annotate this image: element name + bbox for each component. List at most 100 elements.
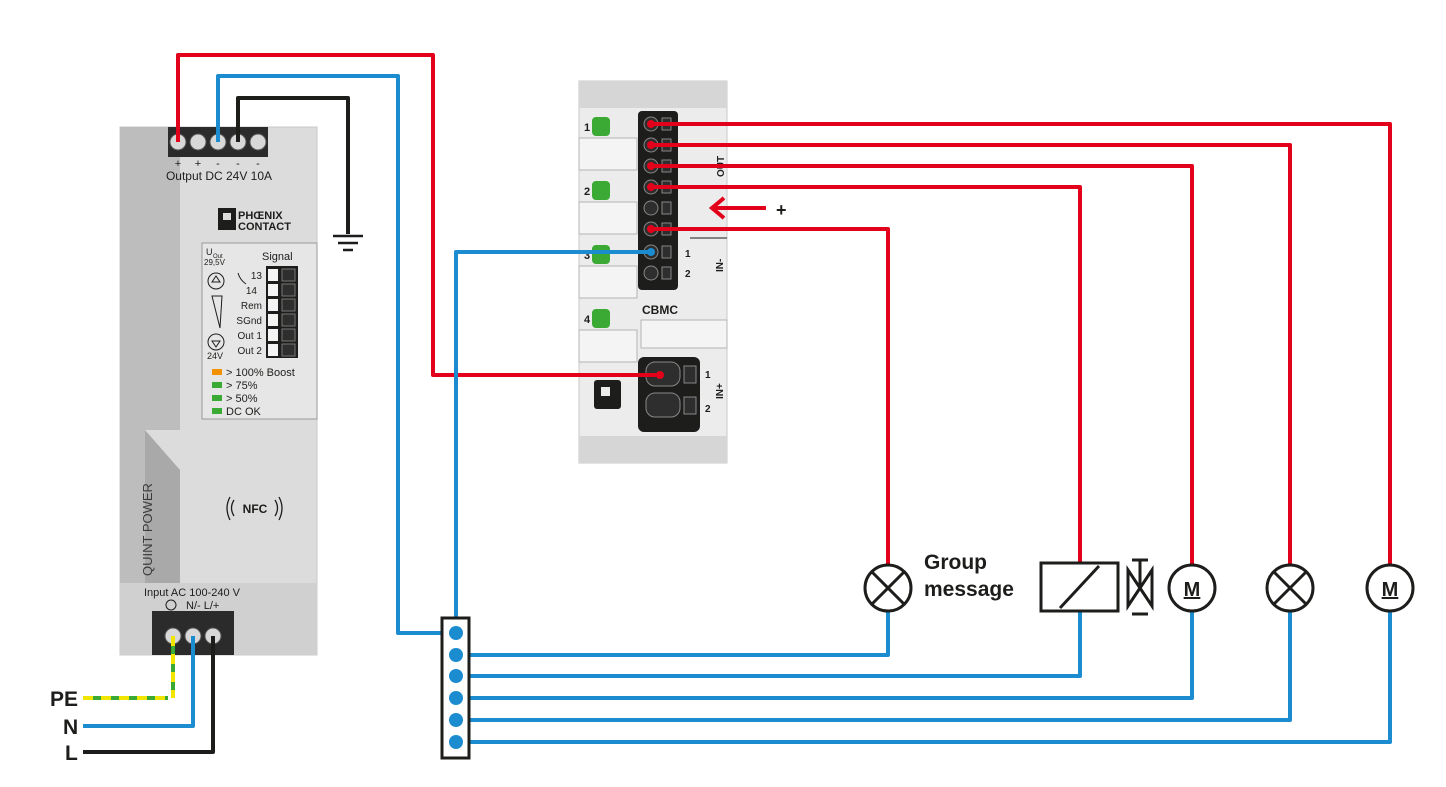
signal-terminal-release (281, 268, 296, 282)
channel-led (592, 117, 610, 136)
uout-sub: Out (213, 254, 223, 260)
polarity-label: - (236, 158, 240, 170)
plus-feed-arrow-icon (708, 196, 726, 220)
valve-icon (1126, 565, 1154, 611)
cbmc-top-cap (579, 81, 727, 108)
signal-terminal[interactable] (268, 314, 278, 326)
cbmc-terminal[interactable] (643, 200, 659, 216)
in-plus-terminal[interactable] (645, 392, 681, 418)
channel-button[interactable] (578, 329, 638, 363)
signal-terminal-release (281, 343, 296, 357)
l-label: L (65, 742, 78, 765)
lamp-cross (1272, 570, 1308, 606)
cbmc-terminal-release (661, 266, 672, 280)
wire-out-to-lamp-2 (651, 143, 1292, 565)
wire-valve-return (456, 611, 1082, 678)
polarity-label: - (216, 158, 220, 170)
signal-pin-label: 13 (251, 271, 263, 282)
wire-motor-2-return (456, 611, 1392, 744)
cbmc-terminal[interactable] (643, 265, 659, 281)
voltage-down-icon[interactable] (207, 333, 225, 351)
signal-terminals (268, 268, 296, 357)
terminal-bar-point[interactable] (449, 735, 463, 749)
solenoid-valve (1039, 558, 1154, 616)
wire-dot (656, 371, 664, 379)
power-supply: + + - - - Output DC 24V 10A PHŒNIX CONTA… (119, 126, 318, 656)
channel-leds (592, 117, 610, 328)
terminal-bar-point[interactable] (449, 626, 463, 640)
up-arrow-icon (211, 275, 221, 283)
in-minus-pin: 2 (685, 269, 691, 280)
in-minus-pin: 1 (685, 249, 691, 260)
channel-led (592, 245, 610, 264)
cbmc-module: 1 2 3 4 (578, 80, 728, 464)
wire-dot (647, 162, 655, 170)
led-indicator-75 (212, 382, 222, 388)
brand-line1: PHŒNIX (238, 210, 283, 222)
terminal-bar-point[interactable] (449, 669, 463, 683)
voltage-up-icon[interactable] (207, 272, 225, 290)
lamp-2 (1265, 563, 1315, 613)
led-legend-label: > 100% Boost (226, 367, 295, 379)
signal-terminal[interactable] (268, 284, 278, 296)
group-message-label-line2: message (924, 578, 1014, 601)
wire-dot (647, 120, 655, 128)
channel-button[interactable] (578, 137, 638, 171)
cbmc-name: CBMC (642, 303, 678, 317)
channel-number: 1 (584, 122, 590, 134)
signal-pin-label: Out 1 (238, 331, 263, 342)
channel-led (592, 181, 610, 200)
logo-mark-cutout (223, 213, 231, 220)
group-message-lamp (863, 563, 913, 613)
input-rating-label: Input AC 100-240 V (144, 587, 241, 599)
channel-button[interactable] (578, 265, 638, 299)
wire-dot (647, 183, 655, 191)
channel-button[interactable] (578, 201, 638, 235)
output-terminal-screw[interactable] (249, 133, 267, 151)
output-terminal-screw[interactable] (189, 133, 207, 151)
channel-numbers: 1 2 3 4 (584, 122, 591, 326)
wire-lamp-2-return (456, 611, 1292, 722)
pe-label: PE (50, 688, 78, 711)
in-plus-label: IN+ (715, 383, 726, 399)
terminal-bar (440, 616, 471, 760)
nfc-icon (226, 496, 283, 521)
signal-label: Signal (262, 251, 293, 263)
nfc-label: NFC (243, 502, 268, 516)
brand-line2: CONTACT (238, 221, 291, 233)
earth-ground-icon (333, 234, 363, 252)
terminal-bar-point[interactable] (449, 713, 463, 727)
signal-terminal[interactable] (268, 344, 278, 356)
mains-labels: PE N L (50, 688, 78, 765)
terminal-bar-frame (440, 616, 471, 760)
output-polarity-labels: + + - - - (175, 158, 260, 170)
in-plus-release (683, 365, 697, 384)
uout-max-label: 29,5V (204, 258, 226, 267)
relay-contact-icon (237, 272, 247, 285)
terminal-bar-point[interactable] (449, 648, 463, 662)
wire-signal-to-group-lamp (651, 227, 890, 565)
signal-terminal[interactable] (268, 329, 278, 341)
wire-psu-positive-to-in-plus (176, 53, 660, 377)
potentiometer-ramp-icon (211, 295, 223, 329)
signal-terminal[interactable] (268, 269, 278, 281)
polarity-label: + (175, 158, 181, 170)
polarity-label: - (256, 158, 260, 170)
channel-buttons (578, 137, 638, 363)
cbmc-logo-cutout (601, 387, 610, 396)
terminal-bar-point[interactable] (449, 691, 463, 705)
signal-pin-label: 14 (246, 286, 258, 297)
wire-dot (647, 225, 655, 233)
cbmc-bottom-cap (579, 436, 727, 463)
output-terminal-strip (638, 111, 678, 290)
wire-motor-1-return (456, 611, 1194, 700)
wire-in-minus-to-bus (454, 250, 651, 633)
cbmc-wire-dots (647, 120, 664, 379)
signal-terminal[interactable] (268, 299, 278, 311)
signal-pin-label: Rem (241, 301, 262, 312)
motor-1: M (1167, 563, 1217, 613)
coil-diagonal (1058, 564, 1101, 610)
wire-out-to-motor-1 (651, 164, 1194, 565)
in-plus-pin: 2 (705, 404, 711, 415)
